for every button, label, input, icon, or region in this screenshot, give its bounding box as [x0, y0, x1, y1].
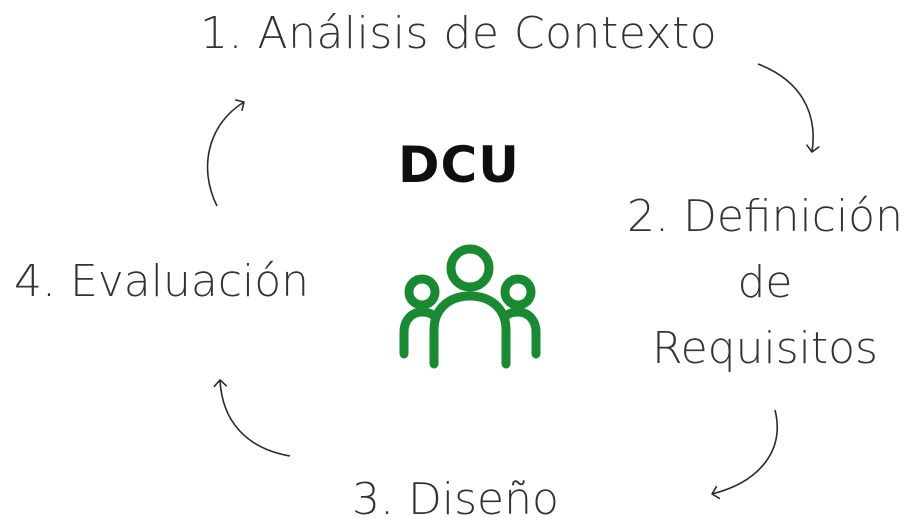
arrow-2-to-3 [711, 409, 778, 500]
users-group-icon [399, 244, 541, 369]
center-title: DCU [398, 136, 520, 194]
step-2-line-2: de [737, 257, 793, 308]
arrow-1-to-2 [757, 63, 820, 153]
step-4-label: 4. Evaluación [14, 256, 310, 307]
arrow-4-to-1 [206, 99, 245, 207]
step-2-label: 2. Definición de Requisitos [610, 184, 920, 382]
step-1-label: 1. Análisis de Contexto [200, 8, 718, 59]
step-2-line-1: 2. Definición [627, 191, 903, 242]
arrow-3-to-4 [213, 379, 291, 457]
step-2-line-3: Requisitos [652, 323, 878, 374]
step-3-label: 3. Diseño [352, 474, 559, 525]
